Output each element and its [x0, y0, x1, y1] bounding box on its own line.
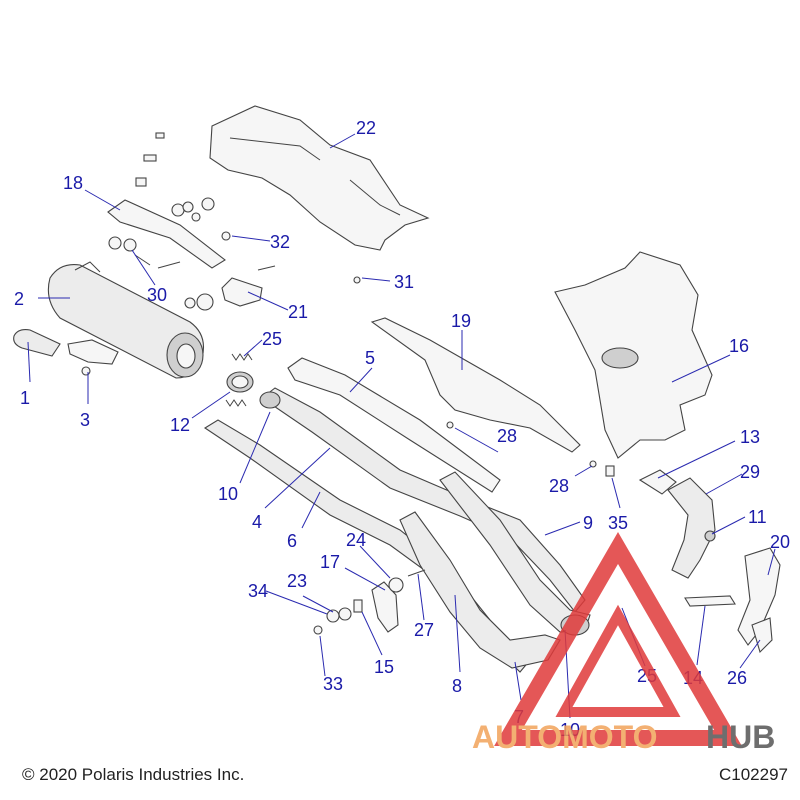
- callout-16: 16: [729, 336, 749, 356]
- nut-33: [313, 625, 323, 635]
- callout-10a: 10: [218, 484, 238, 504]
- callout-5: 5: [365, 348, 375, 368]
- bolt-27: [407, 569, 426, 577]
- callout-28a: 28: [497, 426, 517, 446]
- pipe-heat-shield: [287, 357, 501, 493]
- callout-3: 3: [80, 410, 90, 430]
- callout-32: 32: [270, 232, 290, 252]
- callout-6: 6: [287, 531, 297, 551]
- washer-23: [338, 607, 352, 621]
- watermark-text-part1: AUTOMOTO: [472, 719, 657, 755]
- callout-4: 4: [252, 512, 262, 532]
- callout-23: 23: [287, 571, 307, 591]
- spacer-15: [353, 599, 363, 613]
- clip-small: [143, 154, 157, 162]
- muffler-bracket: [107, 199, 226, 269]
- watermark-triangle-icon: [494, 532, 742, 746]
- watermark-text-part2: HUB: [706, 719, 775, 755]
- diagram-code: C102297: [718, 765, 788, 784]
- callout-19: 19: [451, 311, 471, 331]
- callout-25a: 25: [262, 329, 282, 349]
- heat-shield-upper: [209, 105, 430, 251]
- muffler-insert: [67, 339, 119, 365]
- clip-small: [155, 132, 165, 139]
- spring-upper: [231, 353, 253, 361]
- callout-33: 33: [323, 674, 343, 694]
- callout-15: 15: [374, 657, 394, 677]
- callout-35: 35: [608, 513, 628, 533]
- callout-27: 27: [414, 620, 434, 640]
- o2-sensor: [684, 595, 736, 607]
- clip-35: [605, 465, 615, 477]
- callout-8: 8: [452, 676, 462, 696]
- callout-11: 11: [748, 507, 767, 527]
- callout-34: 34: [248, 581, 268, 601]
- callout-2: 2: [14, 289, 24, 309]
- callout-31: 31: [394, 272, 414, 292]
- watermark: AUTOMOTO HUB: [472, 532, 775, 755]
- clip-small: [135, 177, 147, 187]
- header-pipe-second: [439, 471, 591, 633]
- o2-port: [704, 530, 716, 542]
- callout-13: 13: [740, 427, 760, 447]
- washer: [201, 197, 215, 211]
- screw-31: [353, 276, 361, 284]
- spring-lower: [225, 399, 247, 407]
- callout-28b: 28: [549, 476, 569, 496]
- spark-arrestor: [13, 329, 61, 357]
- grommet-24: [388, 577, 404, 593]
- pipe-bracket: [371, 581, 399, 633]
- screw-28b: [446, 421, 454, 429]
- gasket: [638, 469, 677, 495]
- callout-30: 30: [147, 285, 167, 305]
- screw-28: [589, 460, 597, 468]
- callout-12: 12: [170, 415, 190, 435]
- heat-shield-middle: [370, 317, 581, 453]
- grommet: [184, 297, 196, 309]
- callout-17: 17: [320, 552, 340, 572]
- washer: [191, 212, 201, 222]
- exhaust-elbow: [667, 477, 716, 579]
- callout-1: 1: [20, 388, 30, 408]
- leader-lines: [27, 133, 776, 719]
- callout-18: 18: [63, 173, 83, 193]
- washer: [108, 236, 122, 250]
- copyright-text: © 2020 Polaris Industries Inc.: [22, 765, 245, 784]
- washer: [171, 203, 185, 217]
- mount-bracket: [221, 277, 263, 307]
- grommet: [196, 293, 214, 311]
- bolt-32: [221, 231, 231, 241]
- callout-9: 9: [583, 513, 593, 533]
- callout-20: 20: [770, 532, 790, 552]
- callout-24: 24: [346, 530, 366, 550]
- callout-22: 22: [356, 118, 376, 138]
- callout-26: 26: [727, 668, 747, 688]
- washer: [182, 201, 194, 213]
- washer: [123, 238, 137, 252]
- callout-29: 29: [740, 462, 760, 482]
- callout-21: 21: [288, 302, 308, 322]
